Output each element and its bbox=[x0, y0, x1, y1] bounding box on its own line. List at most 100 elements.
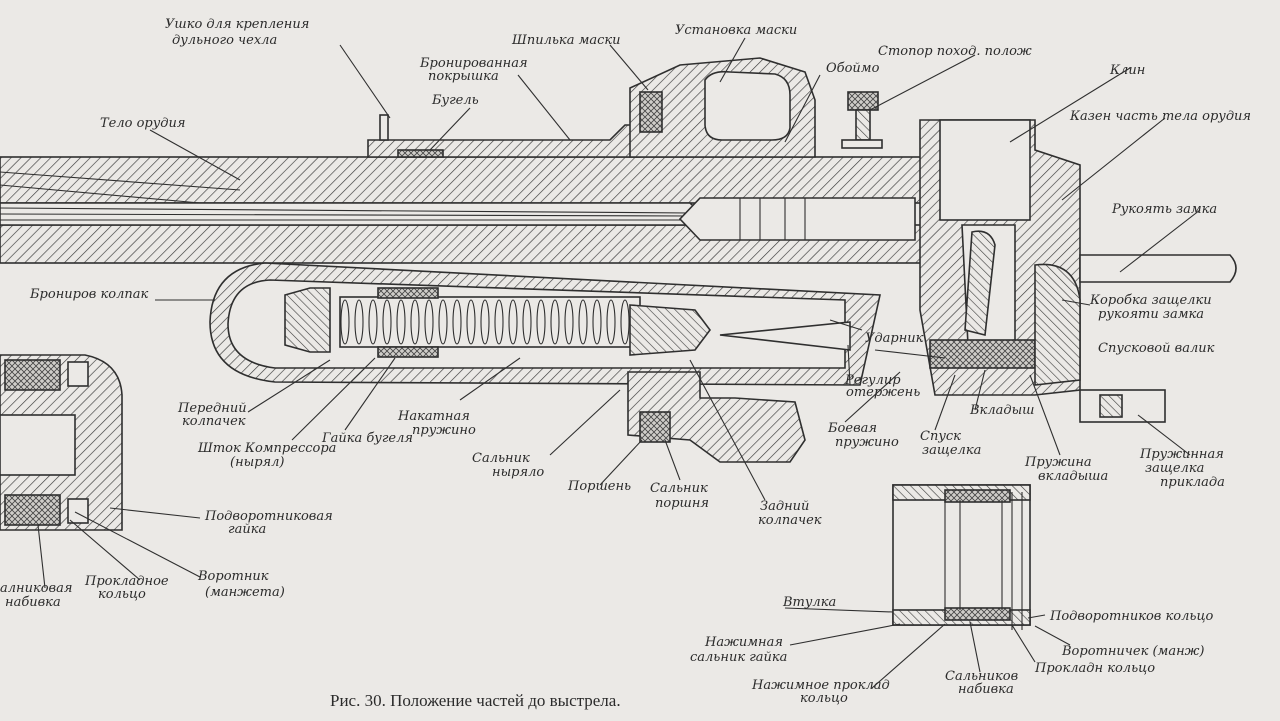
label-recoil-spring: Накатная bbox=[397, 409, 470, 424]
label-firing-spring: Боевая bbox=[827, 421, 877, 436]
label-regulator-rod-2: отержень bbox=[846, 385, 920, 400]
label-armoured-cover: Бронированная bbox=[419, 56, 528, 71]
label-insert-spring-2: вкладыша bbox=[1038, 469, 1108, 484]
label-muzzle-cover-eye: Ушко для крепления bbox=[165, 17, 309, 32]
spring-coil bbox=[452, 299, 462, 345]
label-recoil-spring-2: пружино bbox=[412, 423, 476, 438]
spring-coil bbox=[382, 299, 392, 345]
label-collar-nut: Подворотниковая bbox=[204, 509, 333, 524]
label-trigger-latch: Спуск bbox=[920, 429, 961, 444]
label-armoured-cover-2: покрышка bbox=[428, 69, 499, 84]
travel-lock-stop bbox=[841, 91, 883, 149]
label-latch-box-2: рукояти замка bbox=[1098, 307, 1204, 322]
breech-handle bbox=[1079, 254, 1237, 283]
spring-coil bbox=[536, 299, 546, 345]
label-gasket-ring: Прокладное bbox=[84, 574, 169, 589]
muzzle-cover-eye bbox=[379, 114, 389, 141]
spring-coil bbox=[410, 299, 420, 345]
label-latch-box: Коробка защелки bbox=[1089, 293, 1212, 308]
figure-caption: Рис. 30. Положение частей до выстрела. bbox=[330, 691, 621, 710]
label-stock-latch-3: приклада bbox=[1160, 475, 1225, 490]
label-stock-latch-2: защелка bbox=[1145, 461, 1204, 476]
label-breech-handle: Рукоять замка bbox=[1111, 202, 1217, 217]
label-muzzle-cover-eye-2: дульного чехла bbox=[172, 33, 277, 48]
label-trigger-latch-2: защелка bbox=[922, 443, 981, 458]
label-pressure-ring-2: кольцо bbox=[800, 691, 848, 706]
spring-coil bbox=[466, 299, 476, 345]
label-rear-cap-2: колпачек bbox=[758, 513, 822, 528]
label-bushing: Втулка bbox=[782, 595, 836, 610]
spring-coil bbox=[578, 299, 588, 345]
label-travel-lock: Стопор поход. полож bbox=[878, 44, 1032, 59]
label-front-cap: Передний bbox=[177, 401, 247, 416]
label-packing: алниковая bbox=[0, 581, 72, 596]
labels: Ушко для крепления дульного чехла Шпильк… bbox=[0, 17, 1251, 706]
label-regulator-rod: Регулир bbox=[844, 373, 901, 388]
spring-coil bbox=[592, 299, 602, 345]
label-cuff-2: (манжета) bbox=[205, 585, 285, 600]
stock-latch bbox=[1079, 389, 1166, 423]
recoil-spring-assembly bbox=[284, 287, 851, 358]
label-piston-gland: Сальник bbox=[650, 481, 708, 496]
spring-coil bbox=[368, 299, 378, 345]
label-rear-cap: Задний bbox=[760, 499, 809, 514]
label-piston-gland-2: поршня bbox=[655, 496, 709, 511]
label-small-cuff: Воротничек (манж) bbox=[1061, 644, 1204, 659]
label-band: Бугель bbox=[431, 93, 479, 108]
label-mask-mount: Установка маски bbox=[675, 23, 797, 38]
label-gland-packing-2: набивка bbox=[958, 682, 1014, 697]
spring-coil bbox=[396, 299, 406, 345]
label-gasket-ring-small: Прокладн кольцо bbox=[1034, 661, 1155, 676]
label-insert: Вкладыш bbox=[969, 403, 1035, 418]
spring-coil bbox=[354, 299, 364, 345]
label-rod-gland-2: ныряло bbox=[492, 465, 544, 480]
label-collar-nut-2: гайка bbox=[228, 522, 266, 537]
label-gun-body: Тело орудия bbox=[100, 116, 186, 131]
label-striker: Ударник bbox=[865, 331, 924, 346]
label-compressor-rod: Шток Компрессора bbox=[197, 441, 336, 456]
label-armoured-cap: Брониров колпак bbox=[29, 287, 148, 302]
label-gasket-ring-2: кольцо bbox=[98, 587, 146, 602]
label-rod-gland: Сальник bbox=[472, 451, 530, 466]
armoured-cover bbox=[367, 114, 641, 158]
label-trigger-shaft: Спусковой валик bbox=[1098, 341, 1215, 356]
label-compressor-rod-2: (нырял) bbox=[230, 455, 285, 470]
label-gland-nut: Нажимная bbox=[704, 635, 783, 650]
spring-coil bbox=[564, 299, 574, 345]
label-wedge: Клин bbox=[1109, 63, 1145, 78]
label-firing-spring-2: пружино bbox=[835, 435, 899, 450]
band bbox=[397, 149, 444, 158]
spring-coil bbox=[480, 299, 490, 345]
spring-coil bbox=[620, 299, 630, 345]
left-gland-section bbox=[0, 354, 123, 531]
label-packing-2: набивка bbox=[5, 595, 61, 610]
label-collar-ring: Подворотников кольцо bbox=[1049, 609, 1214, 624]
mask bbox=[629, 57, 816, 158]
label-stock-latch: Пружинная bbox=[1139, 447, 1224, 462]
label-breech-part: Казен часть тела орудия bbox=[1069, 109, 1251, 124]
label-mask-pin: Шпилька маски bbox=[511, 33, 621, 48]
spring-coil bbox=[508, 299, 518, 345]
label-pressure-ring: Нажимное проклад bbox=[751, 678, 890, 693]
bushing-section bbox=[892, 484, 1031, 630]
label-clip: Обоймо bbox=[826, 61, 880, 76]
leader-lines bbox=[37, 37, 1201, 689]
label-piston: Поршень bbox=[567, 479, 631, 494]
label-band-nut: Гайка бугеля bbox=[321, 431, 413, 446]
label-front-cap-2: колпачек bbox=[182, 414, 246, 429]
breech-block bbox=[919, 119, 1081, 396]
label-cuff: Воротник bbox=[197, 569, 269, 584]
piston bbox=[627, 371, 806, 463]
spring-coil bbox=[522, 299, 532, 345]
spring-coil bbox=[438, 299, 448, 345]
label-gland-nut-2: сальник гайка bbox=[690, 650, 787, 665]
spring-coil bbox=[550, 299, 560, 345]
label-insert-spring: Пружина bbox=[1024, 455, 1092, 470]
spring-coil bbox=[340, 299, 350, 345]
spring-coil bbox=[494, 299, 504, 345]
spring-coil bbox=[606, 299, 616, 345]
label-gland-packing: Сальников bbox=[945, 669, 1018, 684]
gun-barrel bbox=[0, 156, 926, 264]
